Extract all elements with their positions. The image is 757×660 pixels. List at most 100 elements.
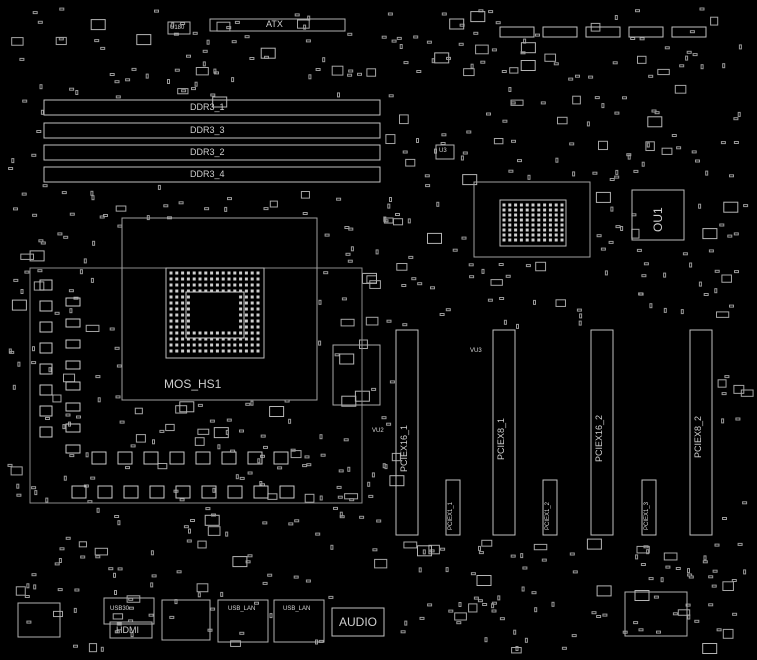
pcb-footprint [481,268,485,274]
pcb-footprint [510,554,516,558]
pcb-footprint [498,263,504,266]
pcb-footprint [250,271,254,275]
pcb-footprint [598,140,608,151]
pcb-footprint [209,419,215,423]
pcb-footprint [537,213,541,217]
pcb-footprint [488,10,494,14]
pcb-footprint [109,327,115,331]
pcb-footprint [10,466,23,476]
pcb-footprint [516,323,519,329]
pcb-footprint [664,46,670,50]
pcb-footprint [733,141,739,144]
pcb-footprint [481,539,493,547]
pcb-footprint [705,170,709,176]
ou1-chip [631,189,685,241]
pcb-footprint [250,307,254,311]
pcb-footprint [525,238,529,242]
pcb-footprint [491,601,497,605]
pcb-footprint [148,613,154,617]
pcb-footprint [318,340,322,346]
pcb-footprint [88,643,98,653]
pcb-footprint [454,612,467,621]
pcb-footprint [608,240,614,244]
pcb-footprint [71,485,87,499]
pcb-footprint [743,204,749,208]
io-hdmi-port [109,621,153,639]
pcb-footprint [531,591,537,595]
pcb-footprint [8,167,14,170]
pcb-footprint [535,33,540,37]
pcb-footprint [724,375,730,379]
pcb-footprint [34,490,38,496]
pcb-footprint [711,584,717,588]
pcb-footprint [125,466,130,470]
pcb-footprint [32,213,38,217]
pcb-footprint [586,538,602,550]
pcb-footprint [663,272,667,278]
pcb-footprint [318,299,322,305]
pcb-footprint [306,463,312,467]
pcb-footprint [250,313,254,317]
pcb-footprint [554,203,558,207]
pcb-footprint [61,191,67,195]
pcb-footprint [233,349,237,353]
pcb-footprint [244,283,248,287]
pcb-footprint [181,277,185,281]
pcb-footprint [511,139,516,143]
pcb-footprint [661,147,673,155]
pcb-footprint [39,321,53,333]
pcb-footprint [501,70,507,73]
pcb-footprint [514,208,518,212]
pcb-footprint [16,483,20,489]
pcb-footprint [586,121,590,127]
pcb-footprint [680,309,684,315]
pcb-footprint [53,610,63,618]
pcb-footprint [269,406,285,417]
ddr-slot-1 [43,99,381,116]
pcb-footprint [548,233,552,237]
pcb-footprint [508,203,512,207]
pcb-footprint [244,337,248,341]
pcb-footprint [256,283,260,287]
pcb-footprint [569,142,575,146]
pcb-footprint [250,349,254,353]
pcb-footprint [533,299,536,305]
pcb-footprint [231,40,237,44]
pcb-footprint [542,26,578,38]
pcb-footprint [375,249,379,255]
pcb-footprint [197,428,210,435]
pcb-footprint [543,203,547,207]
pcb-footprint [609,178,615,181]
pcie-x1-slot-3-label: PCIEX1_3 [644,501,650,530]
pcb-footprint [508,208,512,212]
pcb-footprint [502,208,506,212]
pcb-footprint [100,46,106,50]
pcb-footprint [257,458,261,464]
pcb-footprint [36,130,42,133]
pcb-footprint [508,238,512,242]
pcb-footprint [175,301,179,305]
pcb-footprint [698,281,702,287]
pcb-footprint [468,603,478,613]
pcb-footprint [641,161,645,167]
pcb-footprint [114,590,117,595]
pcb-footprint [179,498,185,502]
pcb-footprint [305,39,311,43]
pcb-footprint [689,262,693,268]
pcb-footprint [638,292,644,296]
pcb-footprint [254,601,259,605]
pcb-footprint [322,57,326,63]
pcb-footprint [97,397,101,403]
io-lan-port-1 [217,599,269,643]
pcie-x1-slot-2 [542,479,558,536]
pcb-footprint [169,271,173,275]
pcb-footprint [59,7,65,11]
pcb-footprint [537,208,541,212]
pcb-footprint [366,68,377,77]
pcb-footprint [256,313,260,317]
chip-u4 [332,344,381,406]
pcb-footprint [514,223,518,227]
pcb-footprint [411,277,417,281]
pcb-footprint [554,213,558,217]
pcb-footprint [388,94,394,98]
